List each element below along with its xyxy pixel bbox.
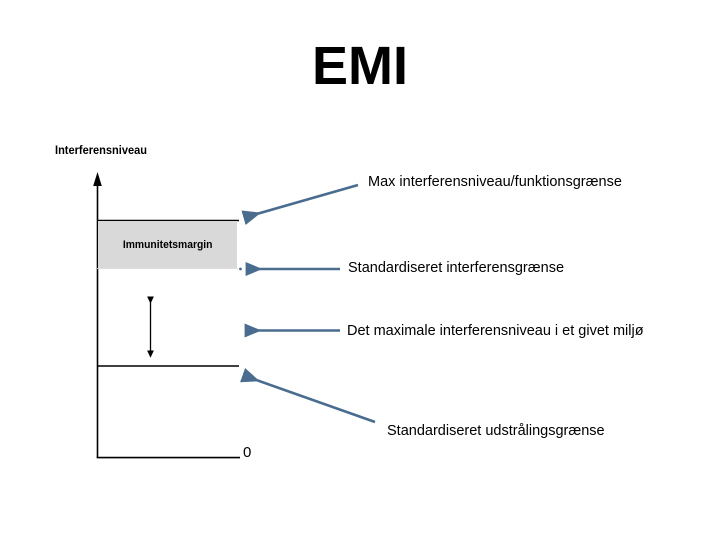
x-axis-zero-label: 0 <box>243 444 252 461</box>
y-axis <box>93 172 102 458</box>
connector-standard-emission <box>240 368 376 424</box>
callout-standard-interference: Standardiseret interferensgrænse <box>348 260 565 276</box>
y-axis-label: Interferensniveau <box>55 143 148 157</box>
connector-max-interference <box>241 183 359 225</box>
connector-standard-interference <box>239 262 340 276</box>
immunity-margin-label: Immunitetsmargin <box>122 238 213 251</box>
immunity-margin-band: Immunitetsmargin <box>98 221 237 268</box>
callout-max-interference: Max interferensniveau/funktionsgrænse <box>368 174 622 190</box>
callout-standard-emission: Standardiseret udstrålingsgrænse <box>387 423 605 439</box>
callout-max-environment: Det maximale interferensniveau i et give… <box>347 323 644 339</box>
page-title: EMI <box>311 36 408 96</box>
